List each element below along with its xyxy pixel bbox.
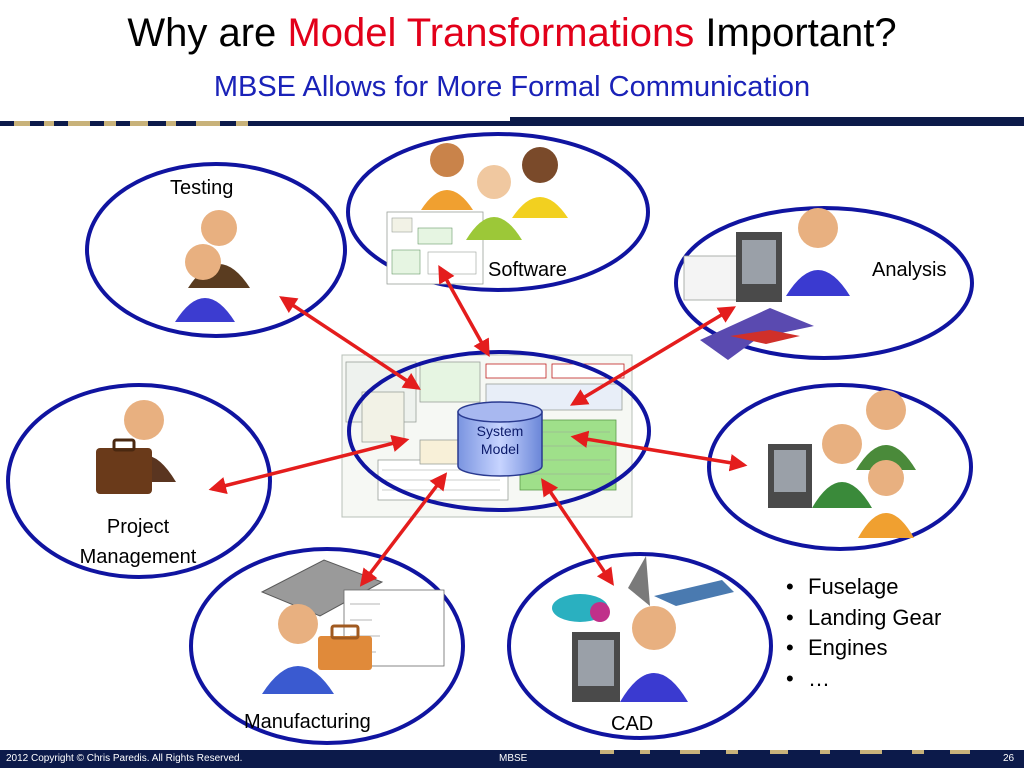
engine-part-icon: [552, 594, 610, 622]
arrow-cad-system: [541, 478, 614, 586]
toolbox-icon: [318, 624, 372, 670]
team-at-computer-icon: [768, 390, 916, 538]
slide-subtitle: MBSE Allows for More Formal Communicatio…: [213, 71, 811, 103]
slide-footer: 2012 Copyright © Chris Paredis. All Righ…: [0, 750, 1024, 768]
arrow-manufacturing-system: [359, 472, 448, 587]
analysis-person-at-computer-icon: [683, 208, 850, 302]
footer-center: MBSE: [499, 753, 528, 764]
cad-items-list: Fuselage Landing Gear Engines …: [786, 572, 941, 694]
right-team-ellipse: [707, 383, 973, 551]
footer-copyright: 2012 Copyright © Chris Paredis. All Righ…: [6, 753, 243, 764]
project-management-label: Project Management: [58, 512, 218, 572]
project-label-line2: Management: [79, 546, 197, 568]
page-number: 26: [1003, 753, 1015, 764]
software-label: Software: [488, 259, 567, 281]
manufacturing-ellipse: [189, 547, 465, 745]
analysis-label: Analysis: [872, 259, 947, 281]
database-icon: [457, 401, 543, 477]
testing-persons-icon: [175, 210, 250, 322]
arrow-team-system: [570, 430, 748, 472]
testing-label: Testing: [170, 177, 234, 199]
analysis-ellipse: [674, 206, 974, 360]
arrow-testing-system: [279, 296, 421, 390]
people-group-icon: [421, 143, 568, 240]
slide-title: Why are Model Transformations Important?: [0, 10, 1024, 56]
list-item: Engines: [786, 633, 941, 664]
list-item: Landing Gear: [786, 603, 941, 634]
software-diagram-thumbnail: [386, 211, 484, 285]
footer-decoration: [600, 750, 970, 754]
project-label-line1: Project: [106, 516, 170, 538]
arrow-project-system: [208, 434, 410, 495]
cad-label: CAD: [611, 713, 654, 735]
title-highlight: Model Transformations: [287, 11, 695, 55]
testing-ellipse: [85, 162, 347, 338]
manufacturing-label: Manufacturing: [244, 711, 371, 733]
worker-icon: [262, 604, 334, 694]
cad-aircraft-icon: [628, 556, 734, 606]
arrow-software-system: [438, 264, 490, 358]
arrow-analysis-system: [569, 306, 737, 406]
briefcase-icon: [96, 438, 152, 494]
list-item: …: [786, 664, 941, 695]
cad-ellipse: [507, 552, 773, 740]
list-item: Fuselage: [786, 572, 941, 603]
header-bar: [0, 117, 1024, 126]
cad-person-at-computer-icon: [572, 606, 688, 702]
title-after: Important?: [705, 11, 897, 55]
title-before: Why are: [127, 11, 277, 55]
software-ellipse: [346, 132, 650, 292]
